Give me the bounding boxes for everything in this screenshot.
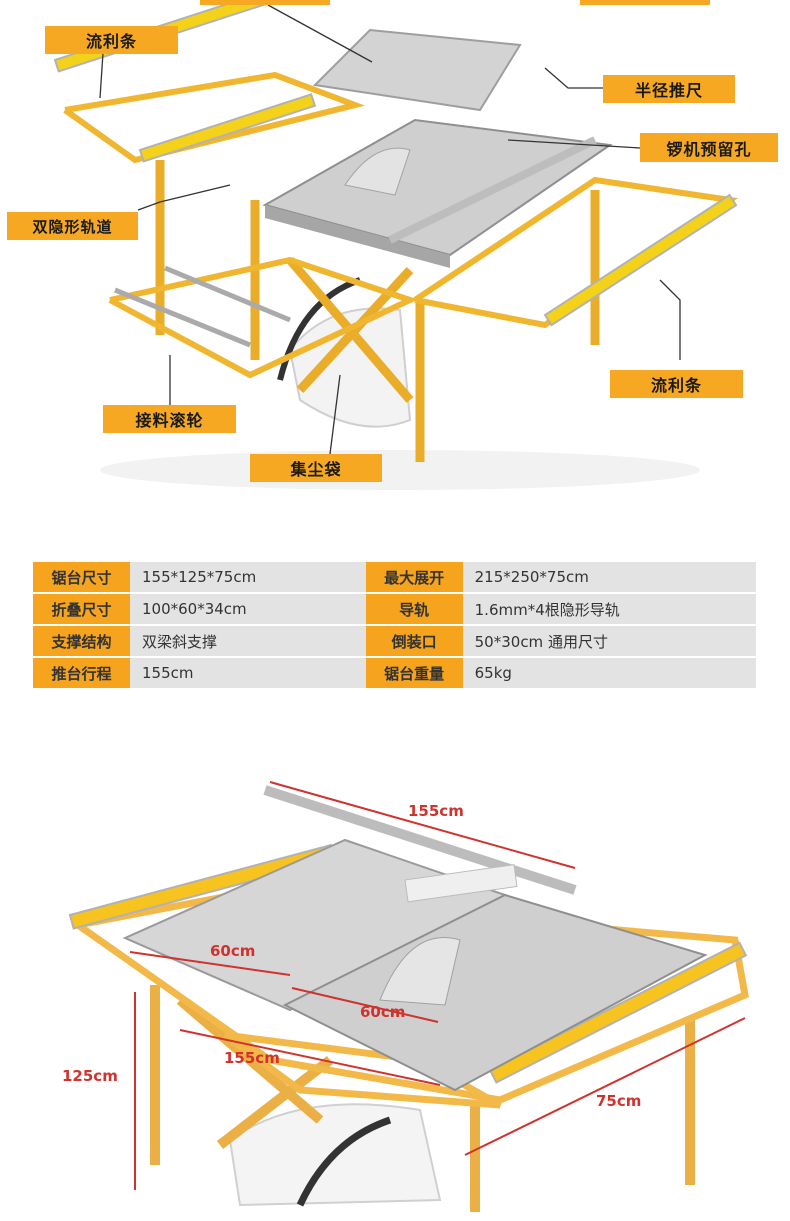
dimension-illustration: 155cm 60cm 60cm 125cm 155cm 75cm [0,760,790,1217]
callout-banjing-tuichi: 半径推尺 [603,75,735,103]
callout-liulitiao-right: 流利条 [610,370,743,398]
spec-row: 推台行程 155cm 锯台重量 65kg [33,658,756,688]
spec-value: 215*250*75cm [462,562,756,592]
dim-width-b: 60cm [360,1003,406,1021]
spec-row: 支撑结构 双梁斜支撑 倒装口 50*30cm 通用尺寸 [33,626,756,656]
dim-depth: 155cm [224,1049,280,1067]
spec-row: 锯台尺寸 155*125*75cm 最大展开 215*250*75cm [33,562,756,592]
spec-table: 锯台尺寸 155*125*75cm 最大展开 215*250*75cm 折叠尺寸… [33,560,756,690]
spec-key: 锯台尺寸 [33,562,130,592]
dim-fence-length: 155cm [408,802,464,820]
spec-key: 推台行程 [33,658,130,688]
saw-table-drawing [53,0,739,490]
callout-cropped-right [580,0,710,5]
spec-key: 最大展开 [365,562,463,592]
spec-row: 折叠尺寸 100*60*34cm 导轨 1.6mm*4根隐形导轨 [33,594,756,624]
callout-jieliao-gunlun: 接料滚轮 [103,405,236,433]
spec-value: 155*125*75cm [130,562,366,592]
callout-cropped-left [200,0,330,5]
spec-key: 锯台重量 [365,658,463,688]
spec-value: 100*60*34cm [130,594,366,624]
dim-height: 125cm [62,1067,118,1085]
dim-width-a: 60cm [210,942,256,960]
spec-key: 支撑结构 [33,626,130,656]
spec-key: 导轨 [365,594,463,624]
callout-shuang-yinxing-guidao: 双隐形轨道 [7,212,138,240]
callout-liulitiao-left: 流利条 [45,26,178,54]
spec-table-section: 锯台尺寸 155*125*75cm 最大展开 215*250*75cm 折叠尺寸… [0,555,790,695]
spec-key: 倒装口 [365,626,463,656]
top-product-illustration: 流利条 半径推尺 锣机预留孔 双隐形轨道 流利条 接料滚轮 集尘袋 [0,0,790,520]
spec-value: 双梁斜支撑 [130,626,366,656]
spec-key: 折叠尺寸 [33,594,130,624]
callout-jichen-dai: 集尘袋 [250,454,382,482]
spec-value: 65kg [462,658,756,688]
spec-value: 50*30cm 通用尺寸 [462,626,756,656]
saw-table-dimension-drawing [68,781,749,1212]
callout-luoji-yuliukong: 锣机预留孔 [640,133,778,162]
dim-table-height: 75cm [596,1092,642,1110]
spec-value: 1.6mm*4根隐形导轨 [462,594,756,624]
spec-value: 155cm [130,658,366,688]
